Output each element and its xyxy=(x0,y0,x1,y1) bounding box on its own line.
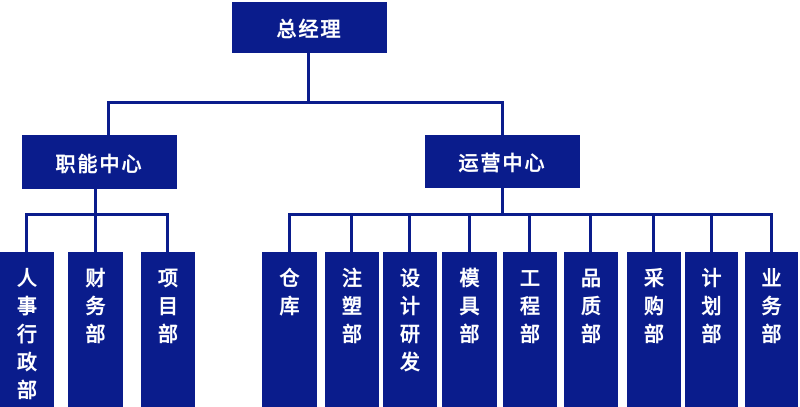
node-label: 运营中心 xyxy=(458,153,547,175)
node-label: 人事行政部 xyxy=(17,268,37,402)
connector-drop-operations xyxy=(501,101,504,135)
node-dept-planning: 计划部 xyxy=(685,252,738,407)
connector-stub-engineering xyxy=(528,213,531,253)
node-functional-center: 职能中心 xyxy=(22,135,177,189)
node-label: 职能中心 xyxy=(55,153,144,176)
connector-stub-purchasing xyxy=(652,213,655,253)
connector-functional-horizontal xyxy=(25,213,169,216)
connector-root-drop xyxy=(307,53,310,101)
node-label: 项目部 xyxy=(158,268,178,346)
node-dept-finance: 财务部 xyxy=(68,252,123,407)
connector-stub-injection-molding xyxy=(350,213,353,253)
node-label: 财务部 xyxy=(85,268,106,346)
connector-stub-quality xyxy=(589,213,592,253)
node-dept-quality: 品质部 xyxy=(564,252,618,407)
connector-stub-warehouse xyxy=(288,213,291,253)
node-dept-design-rd: 设计研发 xyxy=(383,252,437,407)
node-dept-purchasing: 采购部 xyxy=(627,252,681,407)
connector-stub-planning xyxy=(710,213,713,253)
node-label: 品质部 xyxy=(581,268,601,346)
node-dept-warehouse: 仓库 xyxy=(262,252,317,407)
connector-stub-mold xyxy=(468,213,471,253)
node-dept-project: 项目部 xyxy=(141,252,195,407)
node-general-manager: 总经理 xyxy=(232,2,387,53)
node-dept-engineering: 工程部 xyxy=(503,252,557,407)
node-dept-mold: 模具部 xyxy=(442,252,497,407)
connector-stub-design-rd xyxy=(408,213,411,253)
connector-stub-business xyxy=(770,213,773,253)
node-dept-injection-molding: 注塑部 xyxy=(325,252,379,407)
node-label: 采购部 xyxy=(644,268,664,346)
node-label: 设计研发 xyxy=(400,268,420,374)
node-dept-hr-admin: 人事行政部 xyxy=(0,252,54,407)
connector-stub-hr-admin xyxy=(25,213,28,253)
node-label: 总经理 xyxy=(276,19,343,41)
node-label: 业务部 xyxy=(761,268,782,346)
connector-level2-horizontal xyxy=(107,101,504,104)
node-label: 工程部 xyxy=(520,268,540,346)
node-operations-center: 运营中心 xyxy=(425,135,580,188)
node-label: 注塑部 xyxy=(342,268,362,346)
connector-stub-project xyxy=(166,213,169,253)
connector-operations-drop xyxy=(501,188,504,215)
connector-functional-drop xyxy=(94,189,97,253)
node-label: 仓库 xyxy=(279,268,300,318)
node-dept-business: 业务部 xyxy=(745,252,798,407)
node-label: 模具部 xyxy=(459,268,480,346)
node-label: 计划部 xyxy=(701,268,722,346)
connector-drop-functional xyxy=(107,101,110,135)
